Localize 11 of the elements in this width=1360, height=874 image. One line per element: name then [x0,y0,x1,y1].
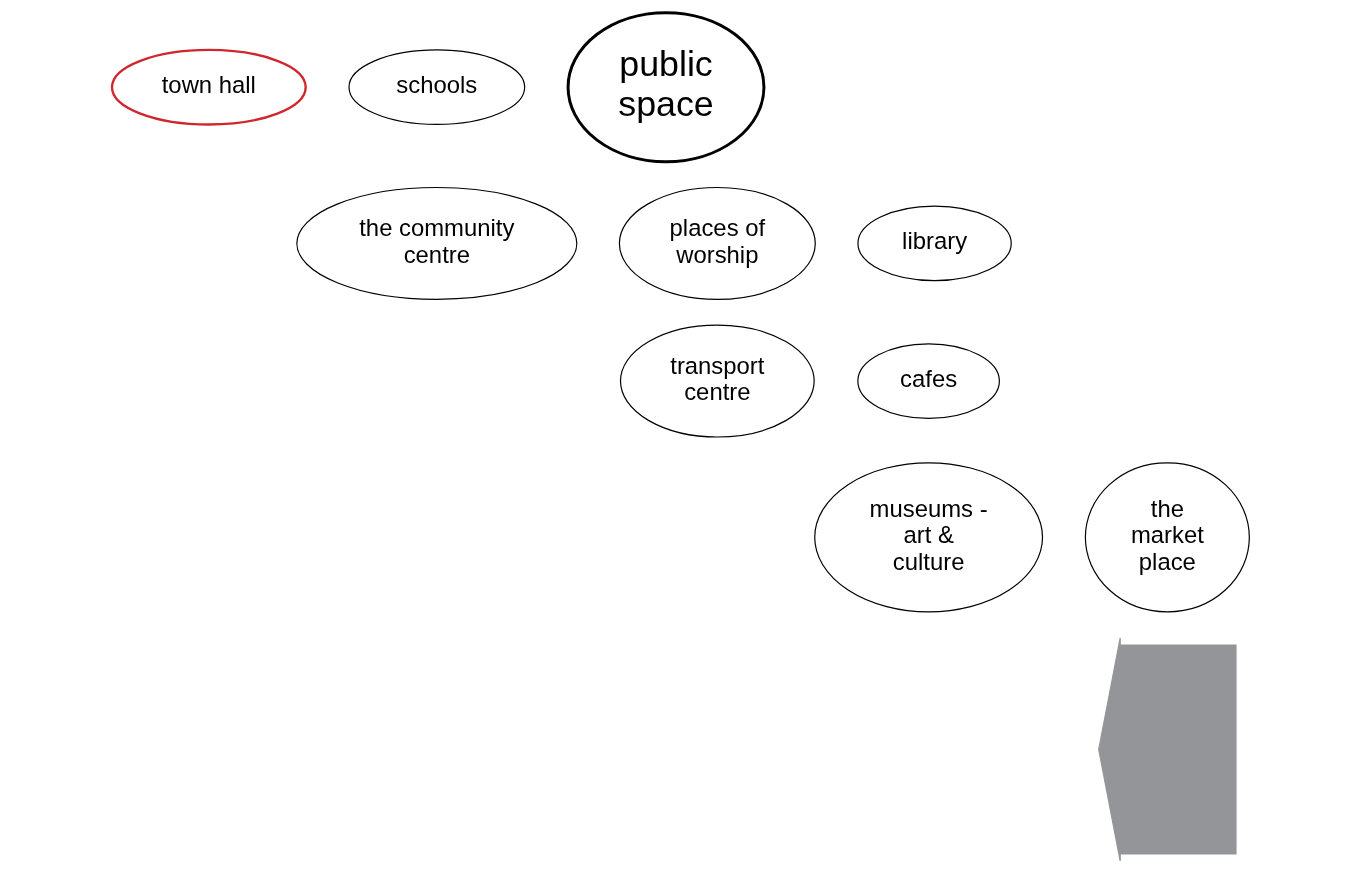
node-circle: the market place [1084,462,1250,613]
node-ellipse: places of worship [618,186,816,300]
node-ellipse: schools [347,49,525,126]
node-ellipse: public space [566,11,765,164]
node-ellipse: the community centre [295,186,577,300]
node-ellipse: library [856,205,1012,282]
node-ellipse: transport centre [619,324,815,438]
node-ellipse: museums - art & culture [813,462,1043,613]
node-ellipse: town hall [110,48,307,126]
node-ellipse: cafes [856,343,1000,419]
node-arrow [1097,637,1237,862]
